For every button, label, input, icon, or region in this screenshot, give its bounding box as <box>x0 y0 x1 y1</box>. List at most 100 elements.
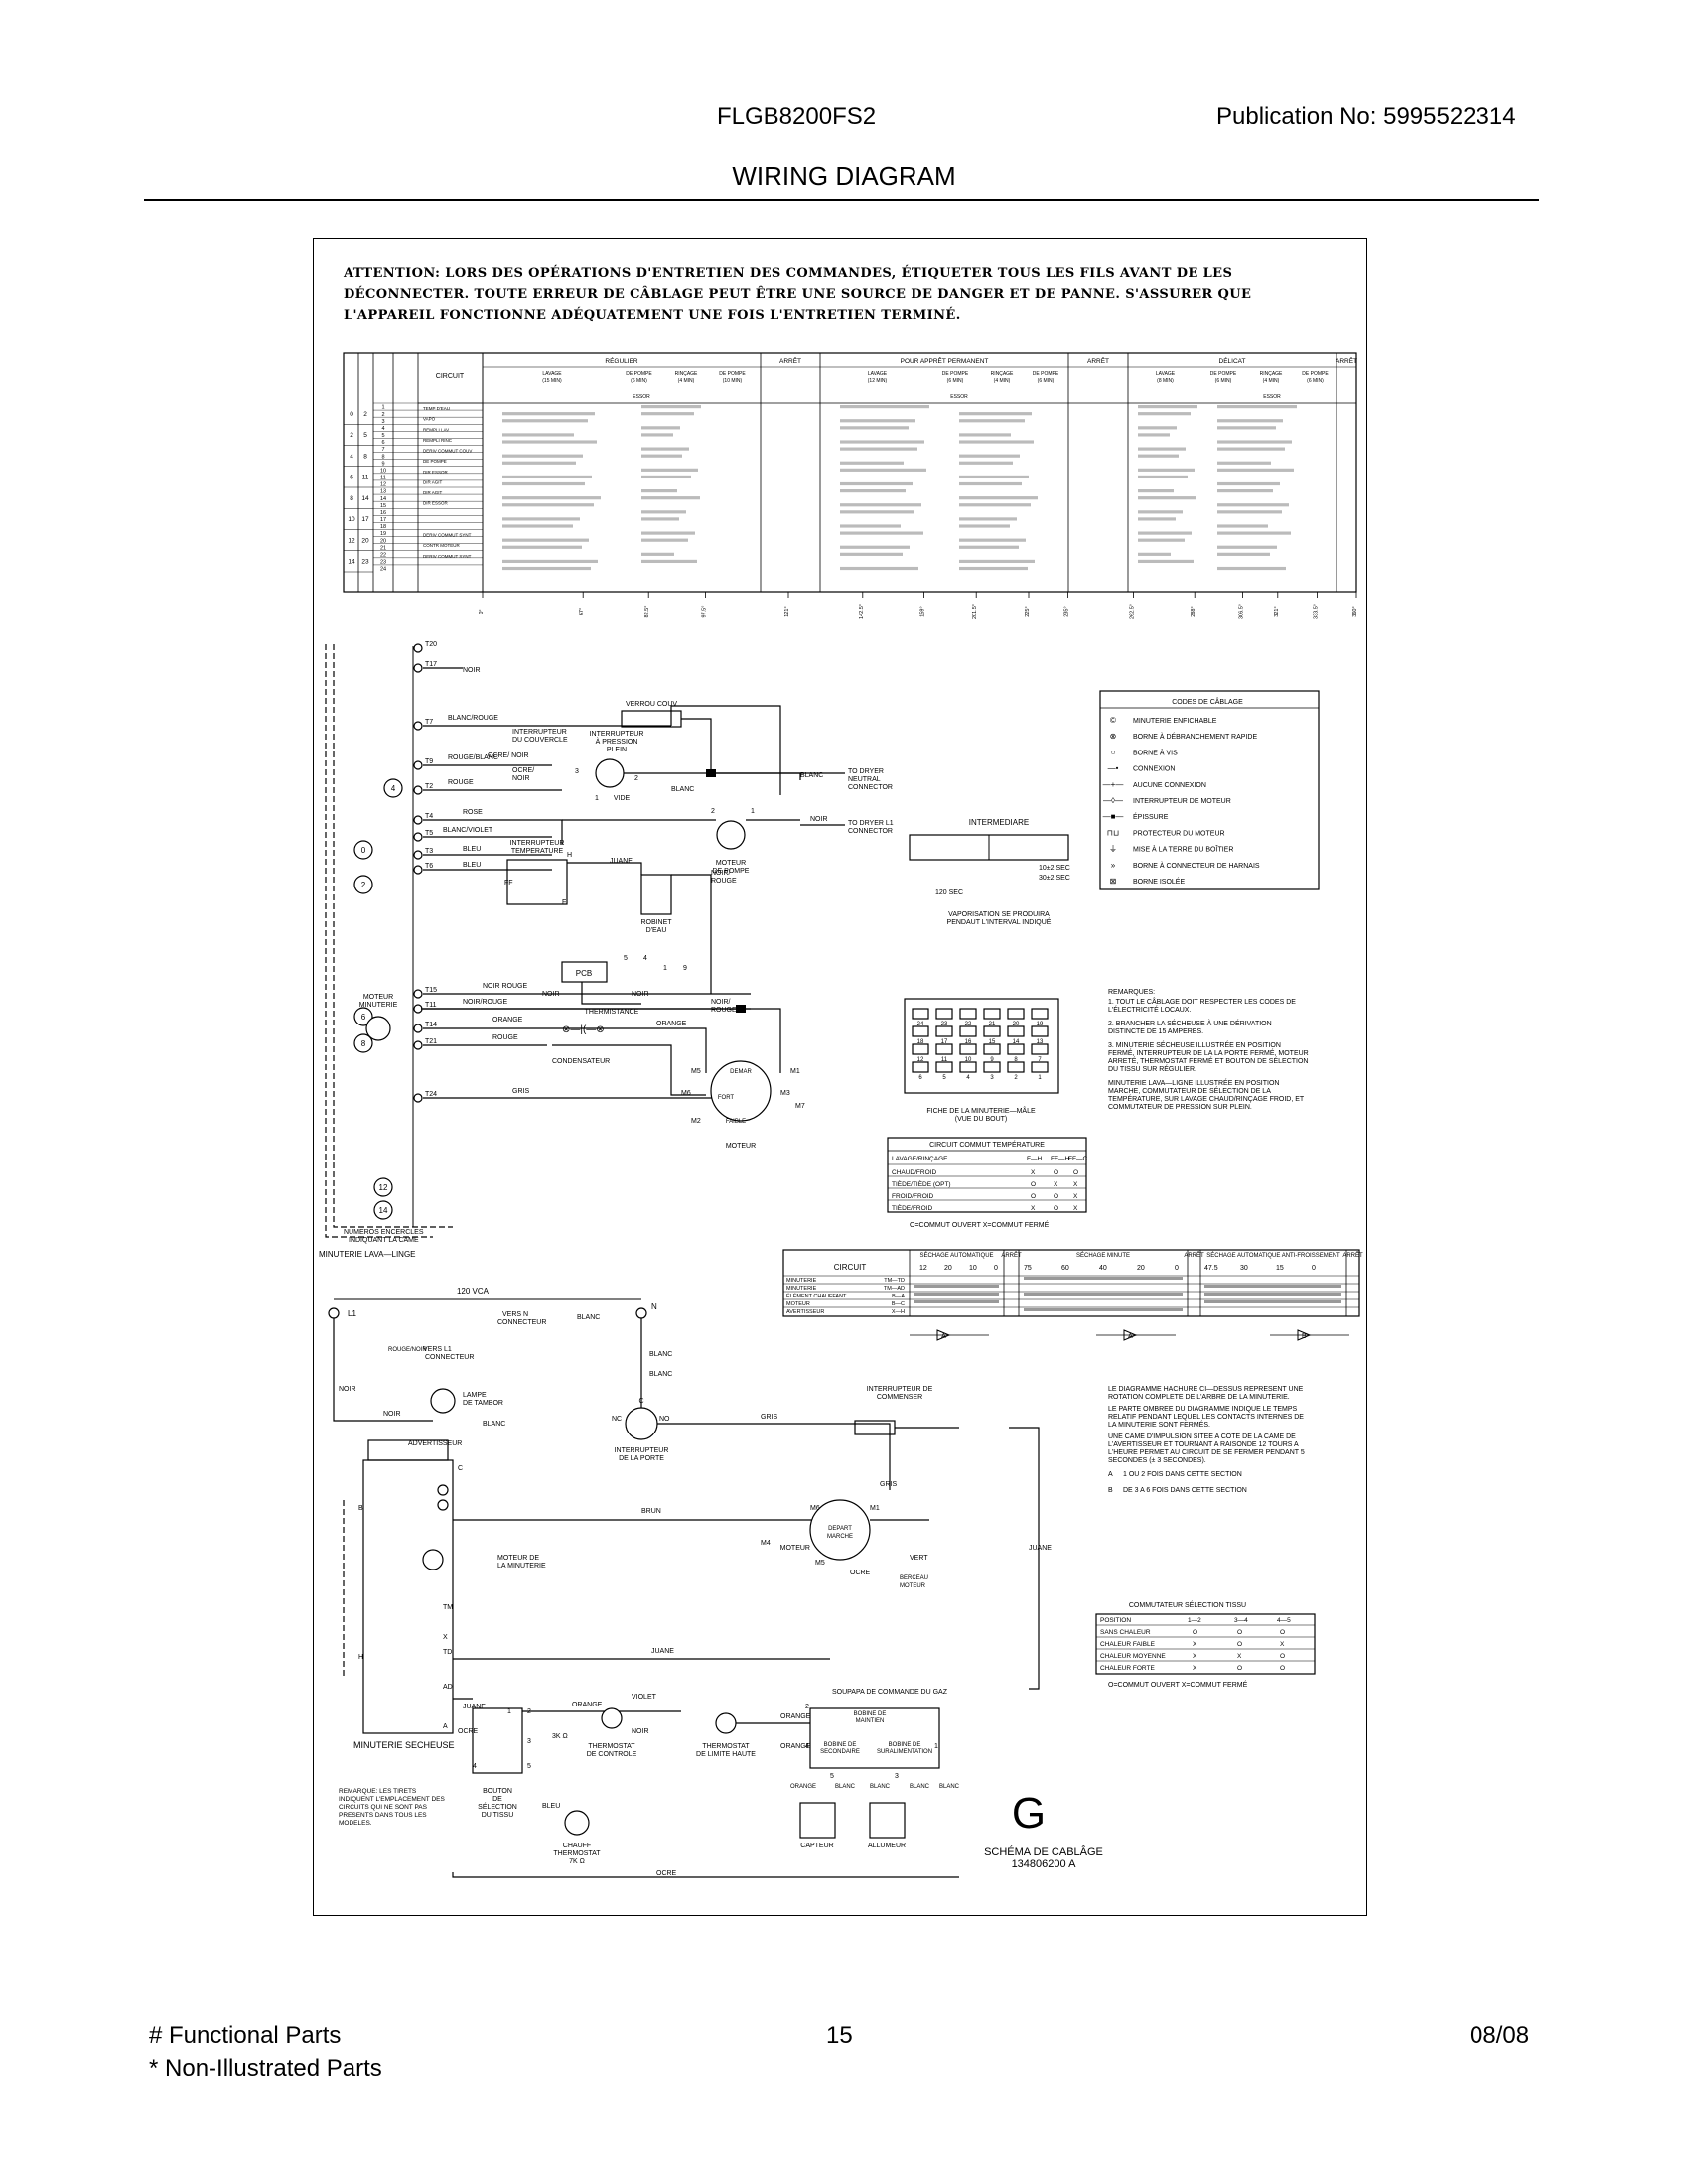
wiring-code-text: PROTECTEUR DU MOTEUR <box>1133 830 1225 837</box>
timer-chart-contact-number: 14 <box>380 496 386 502</box>
remark-marker: B <box>1108 1487 1113 1494</box>
timer-chart-contact-number: 7 <box>381 447 384 453</box>
timer-chart-contact-bar <box>840 426 909 430</box>
timer-chart-degree: 121° <box>784 606 790 616</box>
dryer-motor-terminal: M6 <box>810 1505 820 1512</box>
timer-chart-degree: 82.5° <box>644 606 650 618</box>
dryer-timer-motor-label: MOTEUR DE <box>497 1555 539 1562</box>
timer-chart-degree: 67° <box>579 608 585 615</box>
timer-chart-contact-bar <box>641 552 674 556</box>
timer-chart-contact-bar <box>1138 531 1192 535</box>
dryer-chart-row-name: MINUTERIE <box>786 1278 817 1284</box>
washer-remark: 2. BRANCHER LA SÉCHEUSE À UNE DÉRIVATION <box>1108 1019 1272 1027</box>
timer-chart-contact-bar <box>1138 496 1196 500</box>
timer-plug-pin <box>935 1025 953 1037</box>
timer-plug-pin-number: 20 <box>1013 1022 1020 1027</box>
washer-wire-label: JUANE <box>610 858 633 865</box>
timer-chart-contact-bar <box>1138 454 1179 458</box>
timer-plug-pin-number: 13 <box>1037 1039 1044 1045</box>
timer-chart-contact-bar <box>840 524 901 528</box>
fabric-table-cell: X <box>1193 1653 1197 1660</box>
coil-label: BOBINE DE <box>854 1711 887 1717</box>
timer-chart-contact-bar <box>1217 447 1285 451</box>
timer-chart-subhead: DE POMPE <box>626 371 652 377</box>
temperature-table-cell: O <box>1054 1169 1058 1176</box>
washer-remarks-title: REMARQUES: <box>1108 989 1155 996</box>
temperature-table-cell: O <box>1073 1169 1078 1176</box>
timer-plug-pin <box>1007 1061 1025 1073</box>
temperature-table-cell: CHAUD/FROID <box>892 1169 936 1176</box>
timer-chart-subhead: DE POMPE <box>942 371 969 377</box>
dryer-chart-group-label: ARRÊT <box>1342 1251 1363 1259</box>
wiring-code-text: MISE À LA TERRE DU BOÎTIER <box>1133 845 1233 854</box>
timer-chart-contact-bar <box>1138 447 1186 451</box>
washer-cam-circle <box>373 1177 393 1197</box>
timer-chart-degree: 321° <box>1274 606 1280 616</box>
timer-chart-contact-bar <box>959 454 1020 458</box>
timer-chart-contact-number: 20 <box>380 538 386 544</box>
resistor-label: 3K Ω <box>552 1733 568 1740</box>
page-number: 15 <box>826 2022 853 2049</box>
timer-chart-contact-bar <box>840 461 904 465</box>
timer-chart-contact-bar <box>959 419 1025 423</box>
washer-remark: 1. TOUT LE CÂBLAGE DOIT RESPECTER LES CO… <box>1108 997 1296 1006</box>
pressure-switch-label: INTERRUPTEUR <box>590 731 644 738</box>
dryer-remark: SECONDES (± 3 SECONDES). <box>1108 1457 1206 1464</box>
timer-chart-contact-number: 1 <box>381 405 384 411</box>
timer-chart-contact-bar <box>1138 559 1194 564</box>
to-neutral-label: NEUTRAL <box>848 776 881 783</box>
temperature-table-header: LAVAGE/RINÇAGE <box>892 1156 948 1162</box>
seven-k-label: 7K Ω <box>569 1858 585 1865</box>
door-switch <box>625 1407 658 1440</box>
timer-chart-contact-bar <box>840 552 903 556</box>
timer-chart-degree: 97.5° <box>701 606 707 618</box>
timer-chart-contact-bar <box>1138 405 1197 409</box>
pressure-terminal: 1 <box>595 795 599 802</box>
timer-chart-contact-bar <box>959 538 1026 542</box>
timer-chart-contact-bar <box>1217 503 1289 507</box>
fabric-pin: 1 <box>507 1708 511 1715</box>
pressure-switch-label: À PRESSION <box>596 737 638 746</box>
dryer-chart-bar <box>1204 1293 1341 1296</box>
timer-chart-contact-number: 15 <box>380 503 386 509</box>
timer-chart-contact-bar <box>1217 426 1276 430</box>
pcb-board <box>561 961 608 983</box>
fabric-table-cell: O <box>1280 1665 1285 1672</box>
dryer-chart-bar <box>1024 1308 1183 1311</box>
dryer-remark: L'HEURE PERMET AU CIRCUIT DE SE FERMER P… <box>1108 1449 1305 1456</box>
date-code: 08/08 <box>1470 2022 1530 2049</box>
washer-remark: FERMÉ, INTERRUPTEUR DE LA LA PORTE FERMÉ… <box>1108 1048 1309 1057</box>
dryer-remark: ROTATION COMPLETE DE L'ARBRE DE LA MINUT… <box>1108 1394 1290 1401</box>
timer-plug-pin <box>959 1061 977 1073</box>
dryer-wire-label: OCRE <box>458 1728 479 1735</box>
page-title: WIRING DIAGRAM <box>732 161 956 191</box>
timer-plug-pin-number: 2 <box>1014 1075 1018 1081</box>
timer-plug-pin-number: 10 <box>965 1057 972 1063</box>
timer-chart-circuit-name: DIR ESSOR <box>423 470 449 475</box>
dryer-chart-marker-label: A <box>1128 1333 1133 1340</box>
washer-wire-label: ROUGE <box>711 1007 737 1014</box>
washer-cam-number: 12 <box>379 1183 388 1192</box>
to-l1-label: CONNECTOR <box>848 828 893 835</box>
timer-chart-subhead: DE POMPE <box>1033 371 1059 377</box>
timer-chart-row-number: 10 <box>348 516 355 523</box>
washer-wire-label: GRIS <box>512 1088 529 1095</box>
temperature-table-cell: O <box>1054 1205 1058 1212</box>
timer-plug-pin-number: 17 <box>941 1039 948 1045</box>
dryer-timer-title: MINUTERIE SECHEUSE <box>353 1740 455 1750</box>
timer-chart-contact-number: 21 <box>380 545 386 551</box>
timer-plug-pin-number: 5 <box>942 1075 946 1081</box>
dryer-chart-row-name: MOTEUR <box>786 1301 810 1307</box>
start-switch-label: COMMENSER <box>877 1394 922 1401</box>
timer-chart-contact-number: 19 <box>380 531 386 537</box>
timer-chart-contact-bar <box>840 503 921 507</box>
timer-chart-contact-bar <box>1217 566 1286 571</box>
timer-chart-subhead: RINÇAGE <box>991 371 1014 377</box>
wire <box>552 1044 706 1096</box>
timer-plug-pin <box>912 1043 929 1055</box>
timer-chart-contact-bar <box>959 503 1031 507</box>
washer-wire-label: ROUGE <box>711 878 737 885</box>
timer-chart-contact-bar <box>1217 468 1294 472</box>
motor-start-label: DEMAR <box>730 1069 752 1075</box>
n-terminal <box>635 1307 647 1319</box>
